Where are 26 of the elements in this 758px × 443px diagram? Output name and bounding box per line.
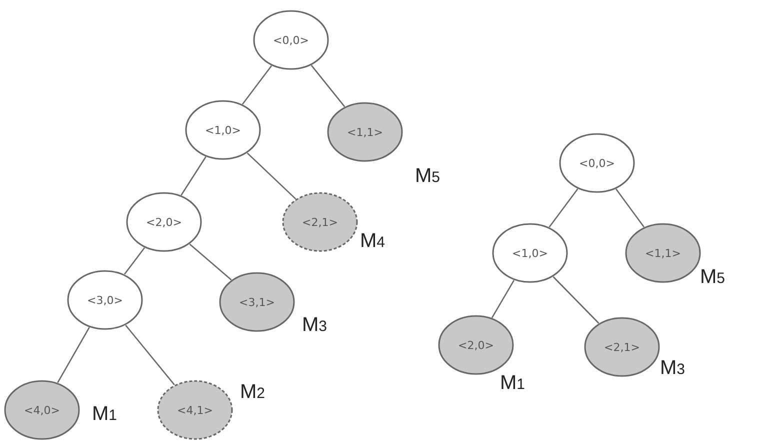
node-label: <2,1>	[604, 340, 640, 354]
connector-line	[548, 188, 578, 228]
node-label: <2,0>	[146, 216, 182, 228]
connector-line	[552, 276, 600, 324]
node-label: <1,1>	[347, 126, 383, 138]
node-label: <1,0>	[205, 124, 241, 136]
connector-line	[189, 244, 232, 280]
node-label: <0,0>	[273, 34, 309, 46]
node-label: <0,0>	[579, 156, 615, 170]
connector-line	[246, 152, 296, 200]
node-label: <2,0>	[458, 338, 494, 352]
node-label: <1,1>	[645, 246, 681, 260]
connector-line	[242, 65, 272, 105]
node-label: <2,1>	[302, 216, 338, 228]
node-label: <4,0>	[24, 404, 60, 416]
node-label: <3,0>	[87, 294, 123, 306]
connector-line	[310, 64, 346, 108]
connector-line	[616, 188, 644, 228]
connector-line	[57, 327, 90, 383]
connector-line	[124, 247, 146, 275]
connector-line	[180, 156, 206, 196]
connector-line	[125, 324, 175, 386]
node-label: <4,1>	[177, 404, 213, 416]
connector-line	[491, 280, 515, 318]
node-label: <3,1>	[239, 296, 275, 308]
node-label: <1,0>	[512, 246, 548, 260]
